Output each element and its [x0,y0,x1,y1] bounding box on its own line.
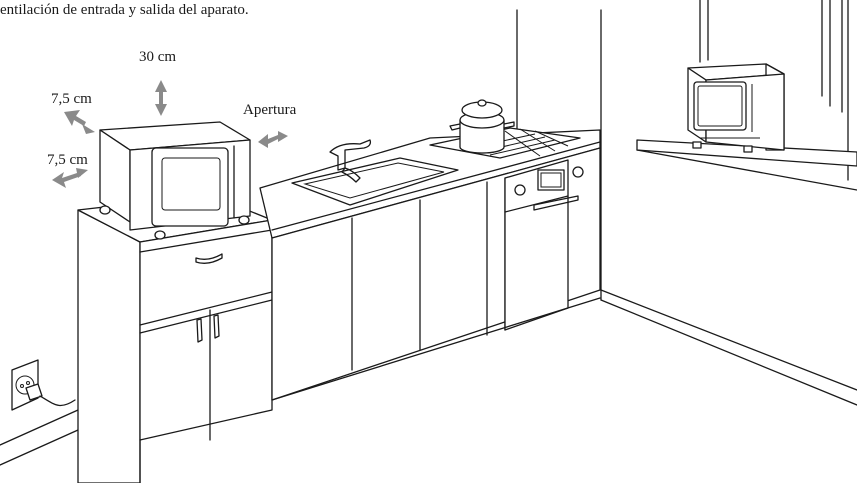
top-clearance-label: 30 cm [139,49,177,65]
room-walls [0,9,857,466]
built-in-oven [514,166,584,211]
wall-outlet [11,359,76,411]
left-cabinet [77,194,273,483]
opening-label: Apertura [243,102,297,118]
side-clearance-lower-label: 7,5 cm [47,152,88,168]
cooking-pot [449,99,515,154]
top-arrow-icon [155,80,167,116]
kitchen-counter [259,129,601,401]
window-frame [699,0,849,181]
opening-arrow-icon [258,131,288,148]
side-clearance-upper-label: 7,5 cm [51,91,92,107]
caption-text: entilación de entrada y salida del apara… [0,2,249,18]
upper-side-arrow-icon [64,110,95,134]
small-microwave-on-sill [687,63,785,153]
lower-side-arrow-icon [52,168,88,188]
microwave-oven [99,121,251,240]
clearance-arrows [52,80,288,188]
sink [291,139,459,206]
